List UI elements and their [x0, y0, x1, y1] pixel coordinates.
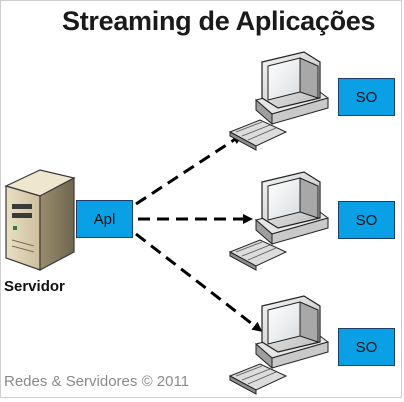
- arrow-to-client-3: [135, 232, 263, 332]
- arrow-to-client-1: [135, 134, 243, 206]
- os-box-label: SO: [355, 211, 378, 229]
- os-box-label: SO: [355, 338, 378, 356]
- copyright-credit: Redes & Servidores © 2011: [4, 373, 190, 390]
- client-computer-icon: [228, 51, 330, 151]
- os-box: SO: [338, 78, 395, 116]
- os-box: SO: [338, 328, 395, 366]
- os-box: SO: [338, 201, 395, 239]
- client-computer-icon: [228, 295, 330, 395]
- app-box-label: Apl: [93, 210, 116, 228]
- server-icon: [4, 169, 76, 271]
- client-computer-icon: [228, 171, 330, 271]
- diagram-title: Streaming de Aplicações: [62, 6, 376, 36]
- app-box: Apl: [76, 200, 133, 238]
- stream-arrows: [135, 134, 263, 332]
- os-box-label: SO: [355, 88, 378, 106]
- server-label: Servidor: [4, 278, 65, 295]
